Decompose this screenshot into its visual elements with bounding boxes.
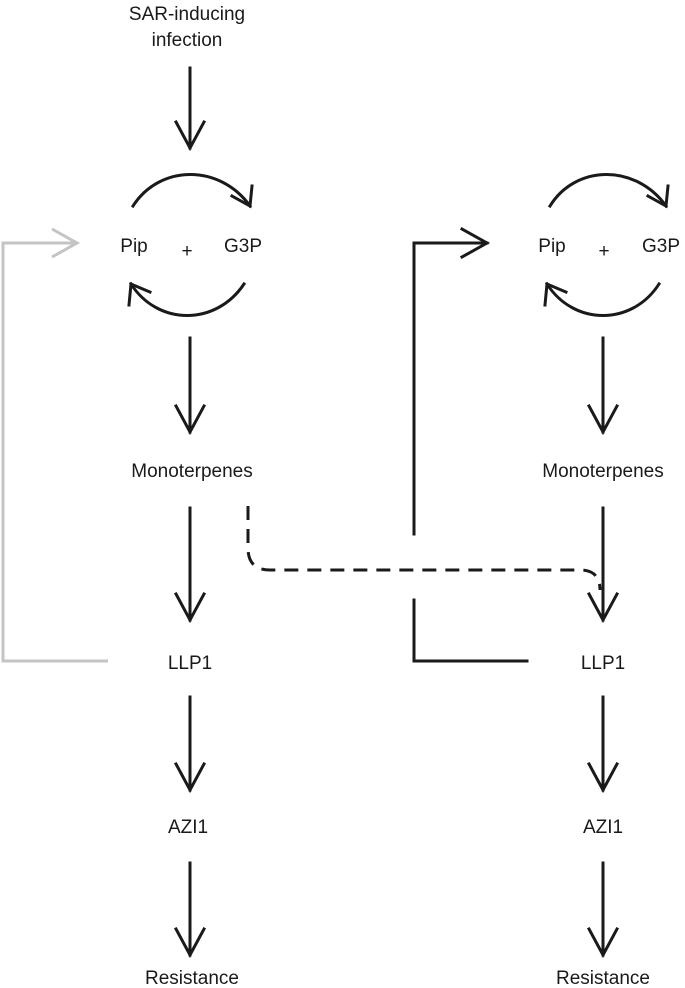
left-azi1-to-resistance-arrow [173, 861, 207, 959]
left-monoterpenes-to-llp1-arrow [173, 506, 207, 624]
right-monoterpenes-to-llp1-arrow [586, 506, 620, 624]
right-monoterpenes-label: Monoterpenes [542, 461, 663, 482]
left-resistance-label: Resistance [145, 968, 239, 988]
left-plus-sign: + [181, 241, 192, 262]
left-g3p-to-monoterpenes-arrow [173, 336, 207, 436]
left-feedback-gray-arrow [1, 227, 108, 663]
left-azi1-label: AZI1 [168, 817, 208, 838]
left-infection-arrow [173, 66, 207, 152]
right-pip-label: Pip [538, 236, 565, 257]
right-llp1-label: LLP1 [581, 653, 625, 674]
right-resistance-label: Resistance [556, 968, 650, 988]
left-pip-label: Pip [120, 236, 147, 257]
left-monoterpenes-label: Monoterpenes [131, 461, 252, 482]
left-llp1-label: LLP1 [168, 653, 212, 674]
right-azi1-to-resistance-arrow [586, 861, 620, 959]
right-azi1-label: AZI1 [583, 817, 623, 838]
right-g3p-to-monoterpenes-arrow [586, 336, 620, 436]
right-g3p-label: G3P [642, 236, 680, 257]
right-feedback-black-arrow [412, 226, 529, 663]
right-llp1-to-azi1-arrow [586, 695, 620, 794]
right-cycle-bottom-arrow [543, 281, 662, 317]
infection-label-line1: SAR-inducing [129, 4, 245, 25]
infection-label-line2: infection [152, 30, 223, 51]
right-cycle-top-arrow [547, 173, 670, 209]
right-plus-sign: + [598, 241, 609, 262]
left-llp1-to-azi1-arrow [173, 695, 207, 794]
left-g3p-label: G3P [224, 236, 262, 257]
monoterpenes-to-right-llp1-dashed-arrow [246, 506, 602, 591]
left-cycle-bottom-arrow [127, 281, 247, 317]
left-cycle-top-arrow [130, 173, 254, 209]
